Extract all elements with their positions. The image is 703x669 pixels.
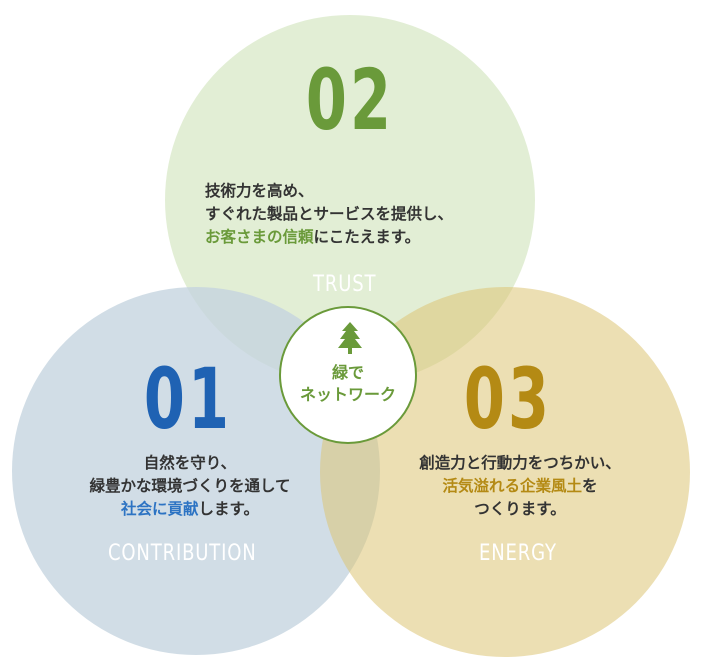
contribution-description-line: 緑豊かな環境づくりを通して [40,475,340,498]
trust-text: にこたえます。 [313,228,421,246]
contribution-description: 自然を守り、緑豊かな環境づくりを通して社会に貢献します。 [40,452,340,521]
trust-description-line: 技術力を高め、 [205,180,453,203]
center-line-2: ネットワーク [299,385,396,404]
energy-description-line: 活気溢れる企業風土を [370,475,670,498]
center-line-1: 緑で [331,363,364,382]
contribution-highlight-text: 社会に貢献 [121,500,199,518]
tree-icon [338,322,362,354]
energy-description-line: つくります。 [370,498,670,521]
center-badge: 緑で ネットワーク [279,306,417,444]
energy-text: 創造力と行動力をつちかい、 [419,454,621,472]
trust-text: 技術力を高め、 [205,182,314,200]
contribution-text: します。 [198,500,259,518]
trust-description-line: すぐれた製品とサービスを提供し、 [205,203,453,226]
contribution-description-line: 社会に貢献します。 [40,498,340,521]
trust-label: TRUST [313,272,377,297]
trust-highlight-text: お客さまの信頼 [205,228,314,246]
trust-description: 技術力を高め、すぐれた製品とサービスを提供し、お客さまの信頼にこたえます。 [205,180,453,249]
trust-description-line: お客さまの信頼にこたえます。 [205,226,453,249]
contribution-description-line: 自然を守り、 [40,452,340,475]
contribution-text: 緑豊かな環境づくりを通して [89,477,291,495]
contribution-text: 自然を守り、 [143,454,237,472]
energy-text: つくります。 [474,500,566,518]
contribution-number: 01 [143,350,233,448]
contribution-label: CONTRIBUTION [108,541,257,566]
energy-highlight-text: 活気溢れる企業風土 [442,477,582,495]
energy-number: 03 [463,350,553,448]
energy-text: を [582,477,598,495]
energy-label: ENERGY [479,541,557,566]
trust-text: すぐれた製品とサービスを提供し、 [205,205,454,223]
energy-description-line: 創造力と行動力をつちかい、 [370,452,670,475]
center-text: 緑で ネットワーク [281,362,415,406]
trust-number: 02 [305,51,395,149]
energy-description: 創造力と行動力をつちかい、活気溢れる企業風土をつくります。 [370,452,670,521]
